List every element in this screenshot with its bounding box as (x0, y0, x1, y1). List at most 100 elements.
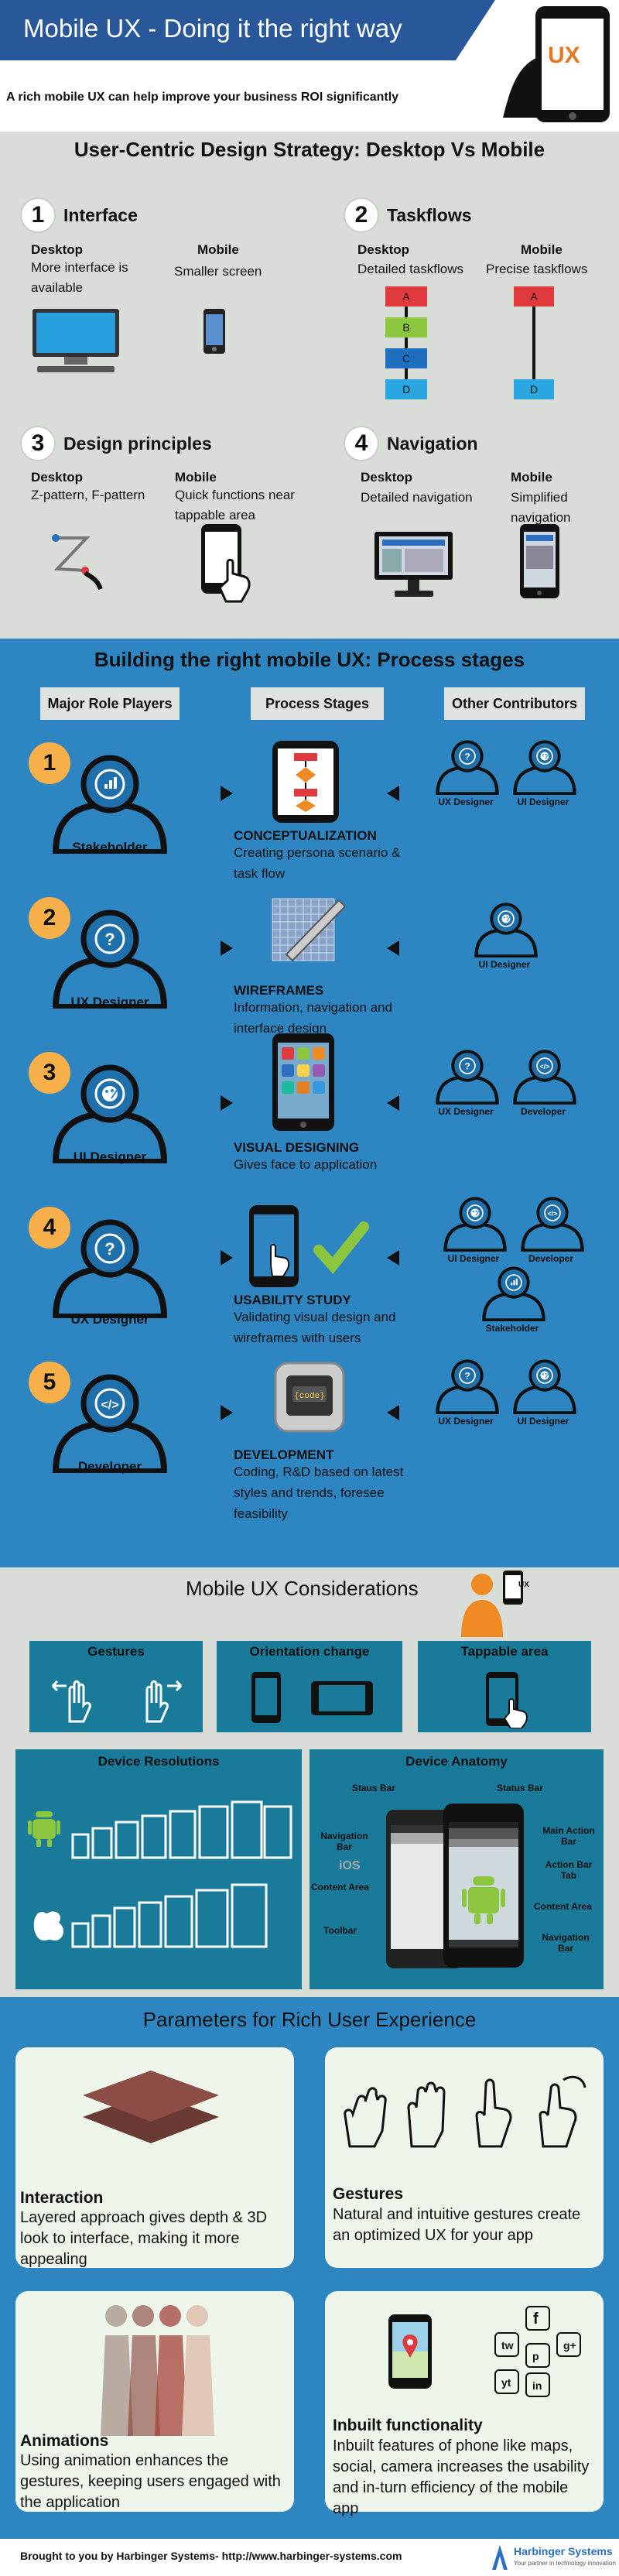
design-number: 3 (20, 426, 56, 461)
design-title: Design principles (63, 433, 212, 454)
design-desktop-label: Desktop (31, 470, 84, 485)
interface-number: 1 (20, 197, 56, 233)
col-header-roles: Major Role Players (40, 687, 180, 720)
arrow-right-icon (221, 1405, 233, 1420)
process-title: Building the right mobile UX: Process st… (94, 648, 525, 671)
stage-description: Coding, R&D based on latest styles and t… (234, 1464, 404, 1521)
anatomy-label-main-action-bar: Main Action Bar (542, 1825, 595, 1847)
strategy-title: User-Centric Design Strategy: Desktop Vs… (74, 138, 545, 161)
mobile-navigation-icon (520, 524, 559, 598)
title-banner (0, 0, 495, 60)
contributor-person-icon: ? (433, 1358, 501, 1418)
contributor-name: Developer (520, 1106, 566, 1117)
orientation-box-title: Orientation change (249, 1644, 370, 1659)
device-anatomy-box: Device Anatomy iOS Staus Bar Status Bar (310, 1749, 604, 1989)
desktop-taskflow-diagram (405, 302, 408, 379)
contributor-person-icon (441, 1196, 509, 1255)
anatomy-label-content-area-right: Content Area (534, 1901, 592, 1912)
stage-description: Creating persona scenario & task flow (234, 845, 401, 881)
svg-text:</>: </> (101, 1399, 118, 1412)
stage-number: 3 (29, 1052, 70, 1094)
animation-figures-icon (101, 2305, 214, 2436)
desktop-computer-icon (32, 309, 119, 372)
anatomy-label-action-bar-tab: Action Bar Tab (545, 1859, 593, 1881)
svg-text:?: ? (464, 751, 470, 762)
taskflows-desktop-text: Detailed taskflows (357, 262, 464, 276)
interface-mobile-label: Mobile (197, 242, 239, 257)
role-person-icon: ? (48, 908, 172, 1012)
stage-illustration: {code} (271, 1358, 348, 1440)
contributor-name: Developer (528, 1253, 574, 1264)
contributor-name: UX Designer (438, 1416, 494, 1427)
stage-number: 5 (29, 1362, 70, 1403)
arrow-left-icon (387, 1095, 399, 1111)
hand-phone-icon (503, 6, 610, 122)
contributor-name: Stakeholder (485, 1323, 539, 1334)
taskflows-mobile-label: Mobile (521, 242, 563, 257)
person-phone-ux-label: UX (518, 1581, 529, 1589)
taskflow-step-a: A (385, 286, 427, 307)
card-interaction: Interaction Layered approach gives depth… (15, 2047, 294, 2268)
taskflow-step-b: B (385, 317, 427, 337)
gestures-box-title: Gestures (87, 1644, 145, 1659)
contributor-name: UX Designer (438, 796, 494, 807)
svg-text:?: ? (104, 930, 115, 949)
contributor-person-icon (472, 902, 540, 961)
role-player-name: UX Designer (70, 1312, 149, 1327)
svg-text:?: ? (464, 1060, 470, 1071)
stage-illustration (271, 1032, 340, 1136)
card-animations-title: Animations (20, 2432, 109, 2450)
stage-title: USABILITY STUDY (234, 1293, 351, 1307)
page-title: Mobile UX - Doing it the right way (23, 14, 402, 43)
contributor-person-icon: </> (511, 1049, 579, 1108)
role-person-icon: ? (48, 1218, 172, 1322)
interface-mobile-text: Smaller screen (174, 264, 262, 279)
swipe-gesture-icon (51, 1680, 183, 1723)
process-section: Building the right mobile UX: Process st… (0, 639, 619, 1567)
taskflows-desktop-label: Desktop (357, 242, 410, 257)
arrow-left-icon (387, 940, 399, 956)
arrow-right-icon (221, 1250, 233, 1266)
anatomy-label-toolbar: Toolbar (323, 1925, 357, 1936)
harbinger-logo-icon (492, 2545, 508, 2570)
taskflows-title: Taskflows (387, 205, 472, 225)
stage-title: WIREFRAMES (234, 983, 324, 998)
interface-desktop-label: Desktop (31, 242, 84, 257)
svg-text:?: ? (104, 1239, 115, 1259)
role-player-name: UI Designer (73, 1149, 147, 1164)
anatomy-label-navigation-bar-right: Navigation Bar (542, 1932, 590, 1954)
svg-text:tw: tw (501, 2339, 514, 2352)
contributor-name: UI Designer (478, 959, 531, 970)
stage-illustration (271, 739, 340, 828)
device-resolutions-illustration (28, 1800, 292, 1948)
stage-title: DEVELOPMENT (234, 1447, 334, 1462)
stage-number: 1 (29, 742, 70, 784)
footer-credit: Brought to you by Harbinger Systems- htt… (20, 2550, 402, 2562)
device-anatomy-title: Device Anatomy (405, 1754, 508, 1769)
arrow-left-icon (387, 786, 399, 801)
tap-area-icon (486, 1672, 528, 1728)
anatomy-label-staus-bar: Staus Bar (352, 1783, 396, 1793)
footer: Brought to you by Harbinger Systems- htt… (0, 2539, 619, 2576)
role-person-icon (48, 753, 172, 858)
taskflows-mobile-text: Precise taskflows (486, 262, 588, 276)
device-resolutions-title: Device Resolutions (97, 1754, 220, 1769)
orientation-phones-icon (251, 1672, 373, 1723)
svg-text:p: p (532, 2350, 539, 2362)
interface-desktop-text: More interface is available (31, 260, 128, 295)
tappable-box-title: Tappable area (460, 1644, 549, 1659)
navigation-mobile-label: Mobile (511, 470, 552, 485)
card-gestures-title: Gestures (333, 2185, 404, 2203)
considerations-section: Mobile UX Considerations UX Gestures Ori… (0, 1567, 619, 1997)
parameters-title: Parameters for Rich User Experience (142, 2008, 477, 2031)
design-desktop-text: Z-pattern, F-pattern (31, 488, 145, 502)
contributor-person-icon: ? (433, 1049, 501, 1108)
role-player-name: Stakeholder (72, 840, 148, 855)
contributor-person-icon (511, 739, 579, 799)
z-pattern-icon (52, 534, 103, 591)
anatomy-label-status-bar: Status Bar (497, 1783, 544, 1793)
